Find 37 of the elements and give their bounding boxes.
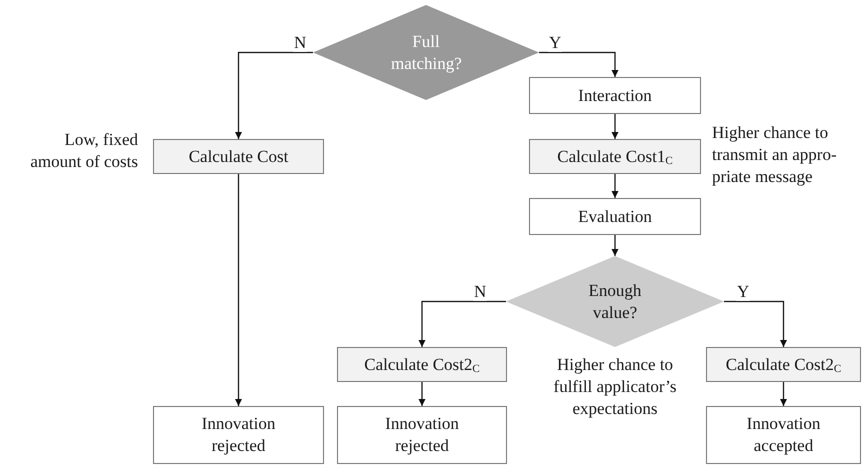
process-box (337, 347, 507, 382)
process-box (706, 347, 861, 382)
box-label: Calculate Cost2$_{C}$ (363, 354, 481, 376)
arrow (612, 174, 618, 198)
box-label: Innovation rejected (200, 413, 276, 457)
box-label: Innovation rejected (384, 413, 460, 457)
edge-label: N (293, 34, 308, 52)
arrow (418, 300, 506, 347)
arrow (418, 382, 426, 406)
arrow (539, 52, 618, 77)
arrow (235, 174, 242, 406)
edge-label: Y (548, 34, 562, 52)
edge-label: Y (736, 283, 750, 301)
arrow (612, 235, 618, 256)
box-label: Interaction (577, 84, 653, 106)
annotation-text: Higher chance to fulfill applicator’s expectations (552, 354, 678, 420)
annotation-text: Higher chance to transmit an appro-priate message (712, 122, 838, 188)
process-box (529, 198, 701, 235)
box-label: Innovation accepted (746, 413, 822, 457)
process-box (529, 77, 701, 114)
arrow (724, 300, 787, 347)
annotation-text: Low, fixed amount of costs (29, 129, 138, 173)
arrow (235, 52, 313, 139)
arrow (612, 114, 618, 139)
edge-label: N (473, 283, 488, 301)
decision-label: Enough value? (588, 280, 642, 324)
box-label: Calculate Cost (188, 146, 290, 168)
decision-label: Full matching? (391, 30, 461, 74)
box-label: Calculate Cost1$_{C}$ (556, 146, 674, 168)
process-box (153, 139, 324, 174)
box-label: Calculate Cost2$_{C}$ (724, 354, 842, 376)
process-box (706, 406, 861, 464)
process-box (337, 406, 507, 464)
box-label: Evaluation (577, 206, 653, 228)
process-box (153, 406, 324, 464)
arrow (780, 382, 787, 406)
process-box (529, 139, 701, 174)
